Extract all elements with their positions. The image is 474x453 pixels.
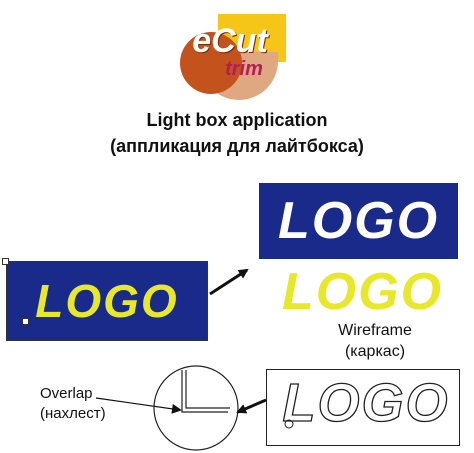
logo-sub-text: trim: [225, 58, 263, 80]
source-logo-text: LOGO: [35, 275, 179, 327]
page-subtitle: (аппликация для лайтбокса): [110, 136, 364, 156]
detail-arrow-icon: [236, 398, 267, 414]
detail-marker-circle: [284, 419, 294, 429]
ecut-trim-logo: eCut trim: [170, 10, 295, 105]
wireframe-logo-text: LOGO: [282, 372, 450, 433]
process-arrow-icon: [209, 268, 249, 296]
wireframe-label-ru: (каркас): [344, 343, 406, 360]
source-logo-box: LOGO: [6, 261, 208, 341]
overlap-leader-arrow-icon: [95, 397, 182, 414]
logo-orange-circle: [180, 32, 242, 94]
overlap-label-ru: (нахлест): [40, 405, 106, 422]
wireframe-box: [266, 369, 460, 446]
selection-handle: [22, 318, 29, 325]
wireframe-label: Wireframe: [338, 322, 412, 339]
selection-handle: [2, 258, 9, 265]
lightbox-backing-box: LOGO: [259, 183, 458, 259]
yellow-logo-text: LOGO: [281, 263, 444, 321]
overlap-label: Overlap: [40, 385, 93, 402]
overlap-corner-outer: [181, 370, 228, 413]
overlap-corner-inner: [185, 370, 230, 409]
lightbox-logo-text: LOGO: [277, 192, 440, 250]
page-title: Light box application: [146, 110, 328, 130]
logo-main-text: eCut: [192, 22, 268, 60]
